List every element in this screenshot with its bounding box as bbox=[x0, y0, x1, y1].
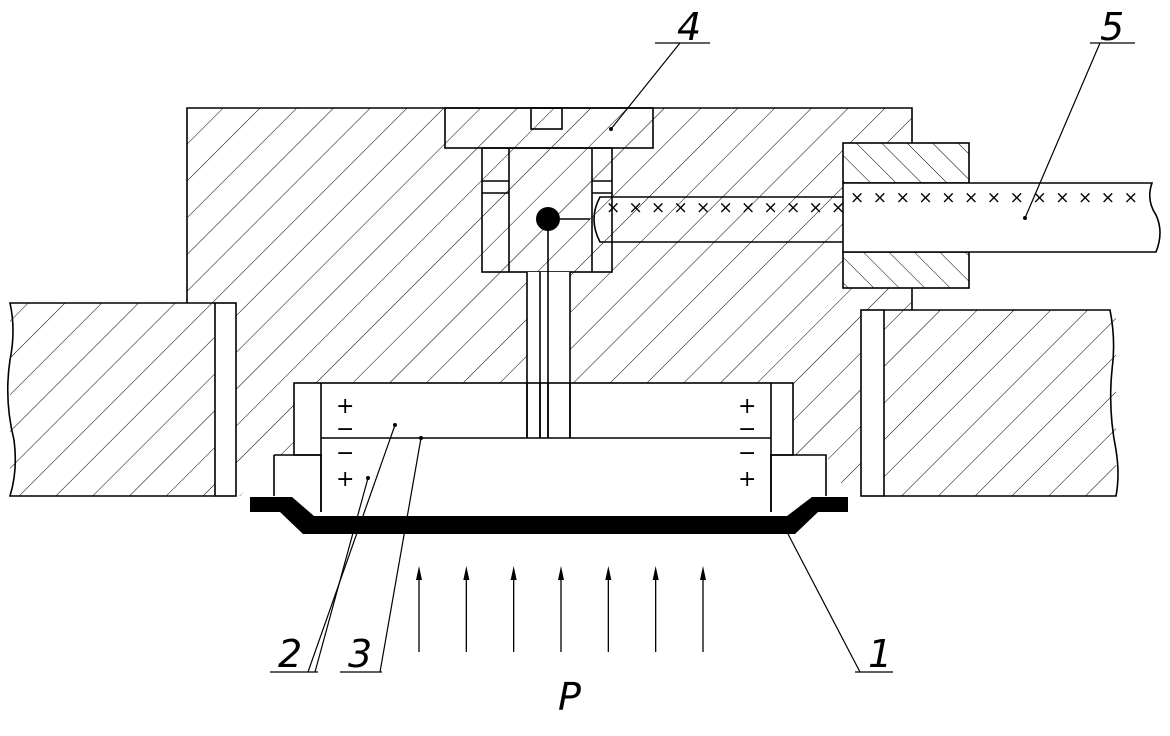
cable-marks-inner: × × × × × × × × × × × bbox=[606, 198, 845, 218]
diaphragm-1 bbox=[250, 497, 848, 534]
cable-mark: × bbox=[850, 188, 864, 208]
cable-marks-outer: × × × × × × × × × × × × × bbox=[850, 188, 1138, 208]
cable-mark: × bbox=[918, 188, 932, 208]
connector-4 bbox=[444, 107, 654, 273]
cable-mark: × bbox=[1078, 188, 1092, 208]
pressure-arrow bbox=[463, 566, 470, 652]
pressure-arrow bbox=[700, 566, 706, 652]
pressure-arrow bbox=[652, 566, 659, 652]
cable-mark: × bbox=[629, 198, 643, 218]
label-connector-4: 4 bbox=[677, 5, 701, 49]
cable-mark: × bbox=[674, 198, 688, 218]
cable-mark: × bbox=[1032, 188, 1046, 208]
cable-mark: × bbox=[896, 188, 910, 208]
cable-mark: × bbox=[809, 198, 823, 218]
sensor-stack: + − + − − + − + bbox=[273, 382, 827, 512]
cable-mark: × bbox=[696, 198, 710, 218]
leader-lines bbox=[270, 42, 1135, 673]
right-wall bbox=[860, 309, 1119, 497]
label-diaphragm-1: 1 bbox=[868, 632, 892, 676]
cable-mark: × bbox=[1124, 188, 1138, 208]
left-wall bbox=[6, 302, 237, 497]
cable-mark: × bbox=[741, 198, 755, 218]
label-electrode-3: 3 bbox=[348, 632, 372, 676]
cable-mark: × bbox=[651, 198, 665, 218]
sign-plus-br: + bbox=[738, 467, 756, 492]
cable-mark: × bbox=[606, 198, 620, 218]
pressure-arrows bbox=[416, 566, 706, 652]
label-piezo-2: 2 bbox=[278, 632, 302, 676]
sign-minus-tl: − bbox=[336, 417, 354, 442]
label-pressure-p: P bbox=[558, 675, 581, 719]
cable-mark: × bbox=[1055, 188, 1069, 208]
pressure-arrow bbox=[605, 566, 612, 652]
label-cable-5: 5 bbox=[1100, 5, 1124, 49]
cable-mark: × bbox=[987, 188, 1001, 208]
sign-minus-bl: − bbox=[336, 441, 354, 466]
cable-mark: × bbox=[873, 188, 887, 208]
contact-point bbox=[536, 207, 560, 231]
cable-mark: × bbox=[764, 198, 778, 218]
cable-mark: × bbox=[719, 198, 733, 218]
cable-mark: × bbox=[964, 188, 978, 208]
sign-minus-br: − bbox=[738, 441, 756, 466]
sign-plus-tl: + bbox=[336, 394, 354, 419]
sign-plus-bl: + bbox=[336, 467, 354, 492]
cable-mark: × bbox=[1101, 188, 1115, 208]
cable-5: × × × × × × × × × × × × × × × × × × × × × × × × bbox=[593, 182, 1161, 253]
cable-mark: × bbox=[786, 198, 800, 218]
pressure-arrow bbox=[416, 566, 422, 652]
cable-mark: × bbox=[831, 198, 845, 218]
pressure-arrow bbox=[558, 566, 564, 652]
sign-minus-tr: − bbox=[738, 417, 756, 442]
pressure-arrow bbox=[510, 566, 517, 652]
cable-mark: × bbox=[941, 188, 955, 208]
sign-plus-tr: + bbox=[738, 394, 756, 419]
cable-mark: × bbox=[1010, 188, 1024, 208]
cable-gland bbox=[842, 142, 970, 289]
